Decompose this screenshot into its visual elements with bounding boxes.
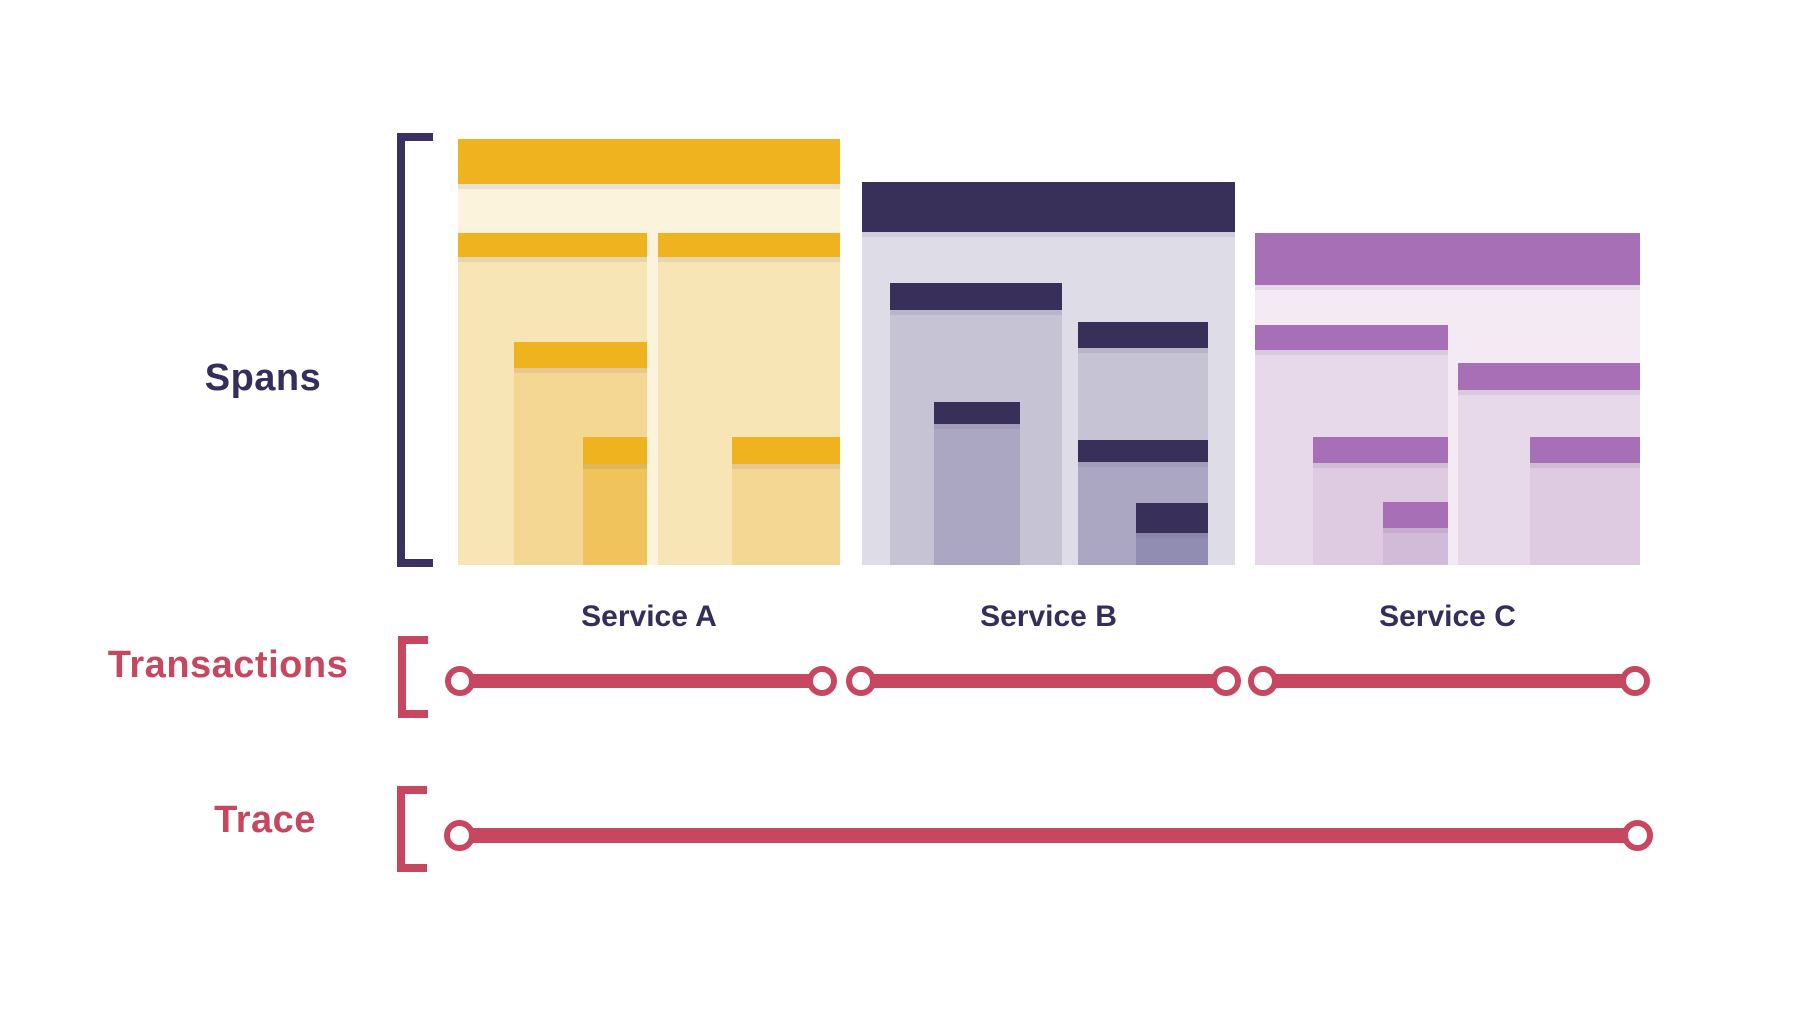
service-c-span-level-3 — [1383, 502, 1448, 565]
service-b-label: Service B — [980, 600, 1117, 633]
service-c-span-header — [1313, 437, 1448, 463]
service-c-span-level-2 — [1530, 437, 1640, 565]
service-a-span-header — [514, 342, 647, 368]
service-b-span-header — [862, 182, 1235, 232]
service-c-span-header — [1458, 363, 1640, 390]
transaction-endpoint-circle — [846, 666, 876, 696]
service-b-span-header — [890, 283, 1062, 310]
trace-line — [459, 827, 1637, 843]
transaction-endpoint-circle — [807, 666, 837, 696]
service-c-span-header — [1530, 437, 1640, 463]
service-b-span-level-3 — [1136, 503, 1208, 565]
transaction-endpoint-circle — [1211, 666, 1241, 696]
trace-endpoint-circle — [1621, 819, 1653, 851]
service-a-label: Service A — [581, 600, 717, 633]
transaction-line — [861, 674, 1226, 688]
trace-bracket — [397, 786, 427, 872]
transactions-bracket — [398, 636, 428, 718]
transaction-endpoint-circle — [445, 666, 475, 696]
service-c-span-header — [1255, 233, 1640, 285]
spans-bracket — [397, 133, 433, 567]
service-c-span-header — [1255, 325, 1448, 350]
service-a-span-header — [732, 437, 840, 464]
transaction-endpoint-circle — [1248, 666, 1278, 696]
service-b-span-header — [1078, 440, 1208, 462]
transaction-line — [460, 674, 822, 688]
service-a-span-header — [458, 139, 840, 184]
service-a-span-header — [458, 233, 647, 257]
spans-label: Spans — [204, 357, 322, 399]
transaction-endpoint-circle — [1620, 666, 1650, 696]
service-c-span-header — [1383, 502, 1448, 528]
service-a-span-header — [583, 437, 647, 464]
transactions-label: Transactions — [107, 644, 349, 686]
service-a-span-level-2 — [732, 437, 840, 565]
service-c-label: Service C — [1379, 600, 1516, 633]
service-b-span-header — [1078, 322, 1208, 348]
service-a-span-header — [658, 233, 840, 257]
transaction-line — [1263, 674, 1635, 688]
trace-label: Trace — [214, 799, 316, 841]
trace-endpoint-circle — [443, 819, 475, 851]
service-b-span-header — [934, 402, 1020, 424]
service-b-span-header — [1136, 503, 1208, 533]
service-a-span-level-3 — [583, 437, 647, 565]
service-b-span-level-2 — [934, 402, 1020, 565]
